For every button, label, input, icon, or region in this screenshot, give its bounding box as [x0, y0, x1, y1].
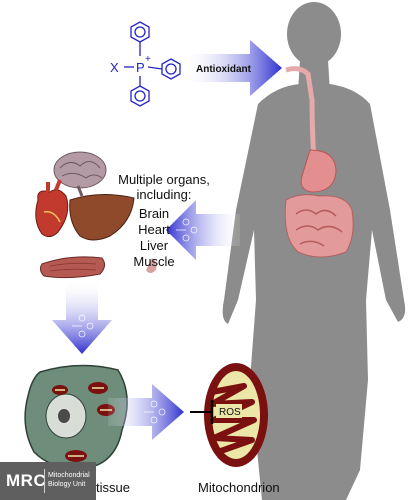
organs-heading: Multiple organs, including: [104, 172, 224, 202]
organ-item-heart: Heart [138, 222, 170, 237]
mrc-logo-unit-line2: Biology Unit [48, 481, 86, 488]
organ-item-brain: Brain [138, 206, 170, 221]
organ-item-liver: Liver [139, 238, 169, 253]
molecule-structure [124, 21, 181, 107]
molecule-charge: + [145, 54, 151, 65]
molecule-x-label: X [110, 60, 119, 75]
organ-delivery-arrow [166, 200, 240, 260]
organs-list: Brain Heart Liver Muscle [124, 206, 184, 270]
mrc-logo-letters: MRC [6, 471, 47, 490]
heart-icon [35, 179, 69, 238]
mitochondrion-caption: Mitochondrion [198, 480, 280, 495]
mrc-logo-unit: Mitochondrial Biology Unit [48, 471, 94, 489]
molecule-icon-tissue [72, 314, 94, 338]
ros-inhibition-marker [190, 400, 242, 424]
muscle-icon [39, 256, 157, 279]
liver-icon [69, 193, 135, 241]
brain-icon [53, 151, 107, 197]
organs-heading-line2: including: [136, 187, 192, 202]
mrc-logo-unit-line1: Mitochondrial [48, 472, 90, 479]
antioxidant-arrow [186, 40, 282, 96]
organ-item-muscle: Muscle [133, 254, 175, 269]
human-silhouette [222, 2, 406, 500]
digestive-tract [284, 66, 354, 258]
organs-heading-line1: Multiple organs, [118, 172, 210, 187]
ros-label: ROS [219, 407, 241, 418]
mrc-logo: MRC Mitochondrial Biology Unit [0, 462, 96, 500]
tissue-delivery-arrow [52, 282, 112, 354]
antioxidant-label: Antioxidant [196, 64, 252, 75]
molecule-icon-organs [176, 218, 198, 242]
molecule-p-label: P [136, 60, 145, 75]
molecule-icon-mito [144, 400, 166, 424]
mrc-logo-divider [44, 469, 45, 493]
damaged-cell [24, 364, 128, 470]
